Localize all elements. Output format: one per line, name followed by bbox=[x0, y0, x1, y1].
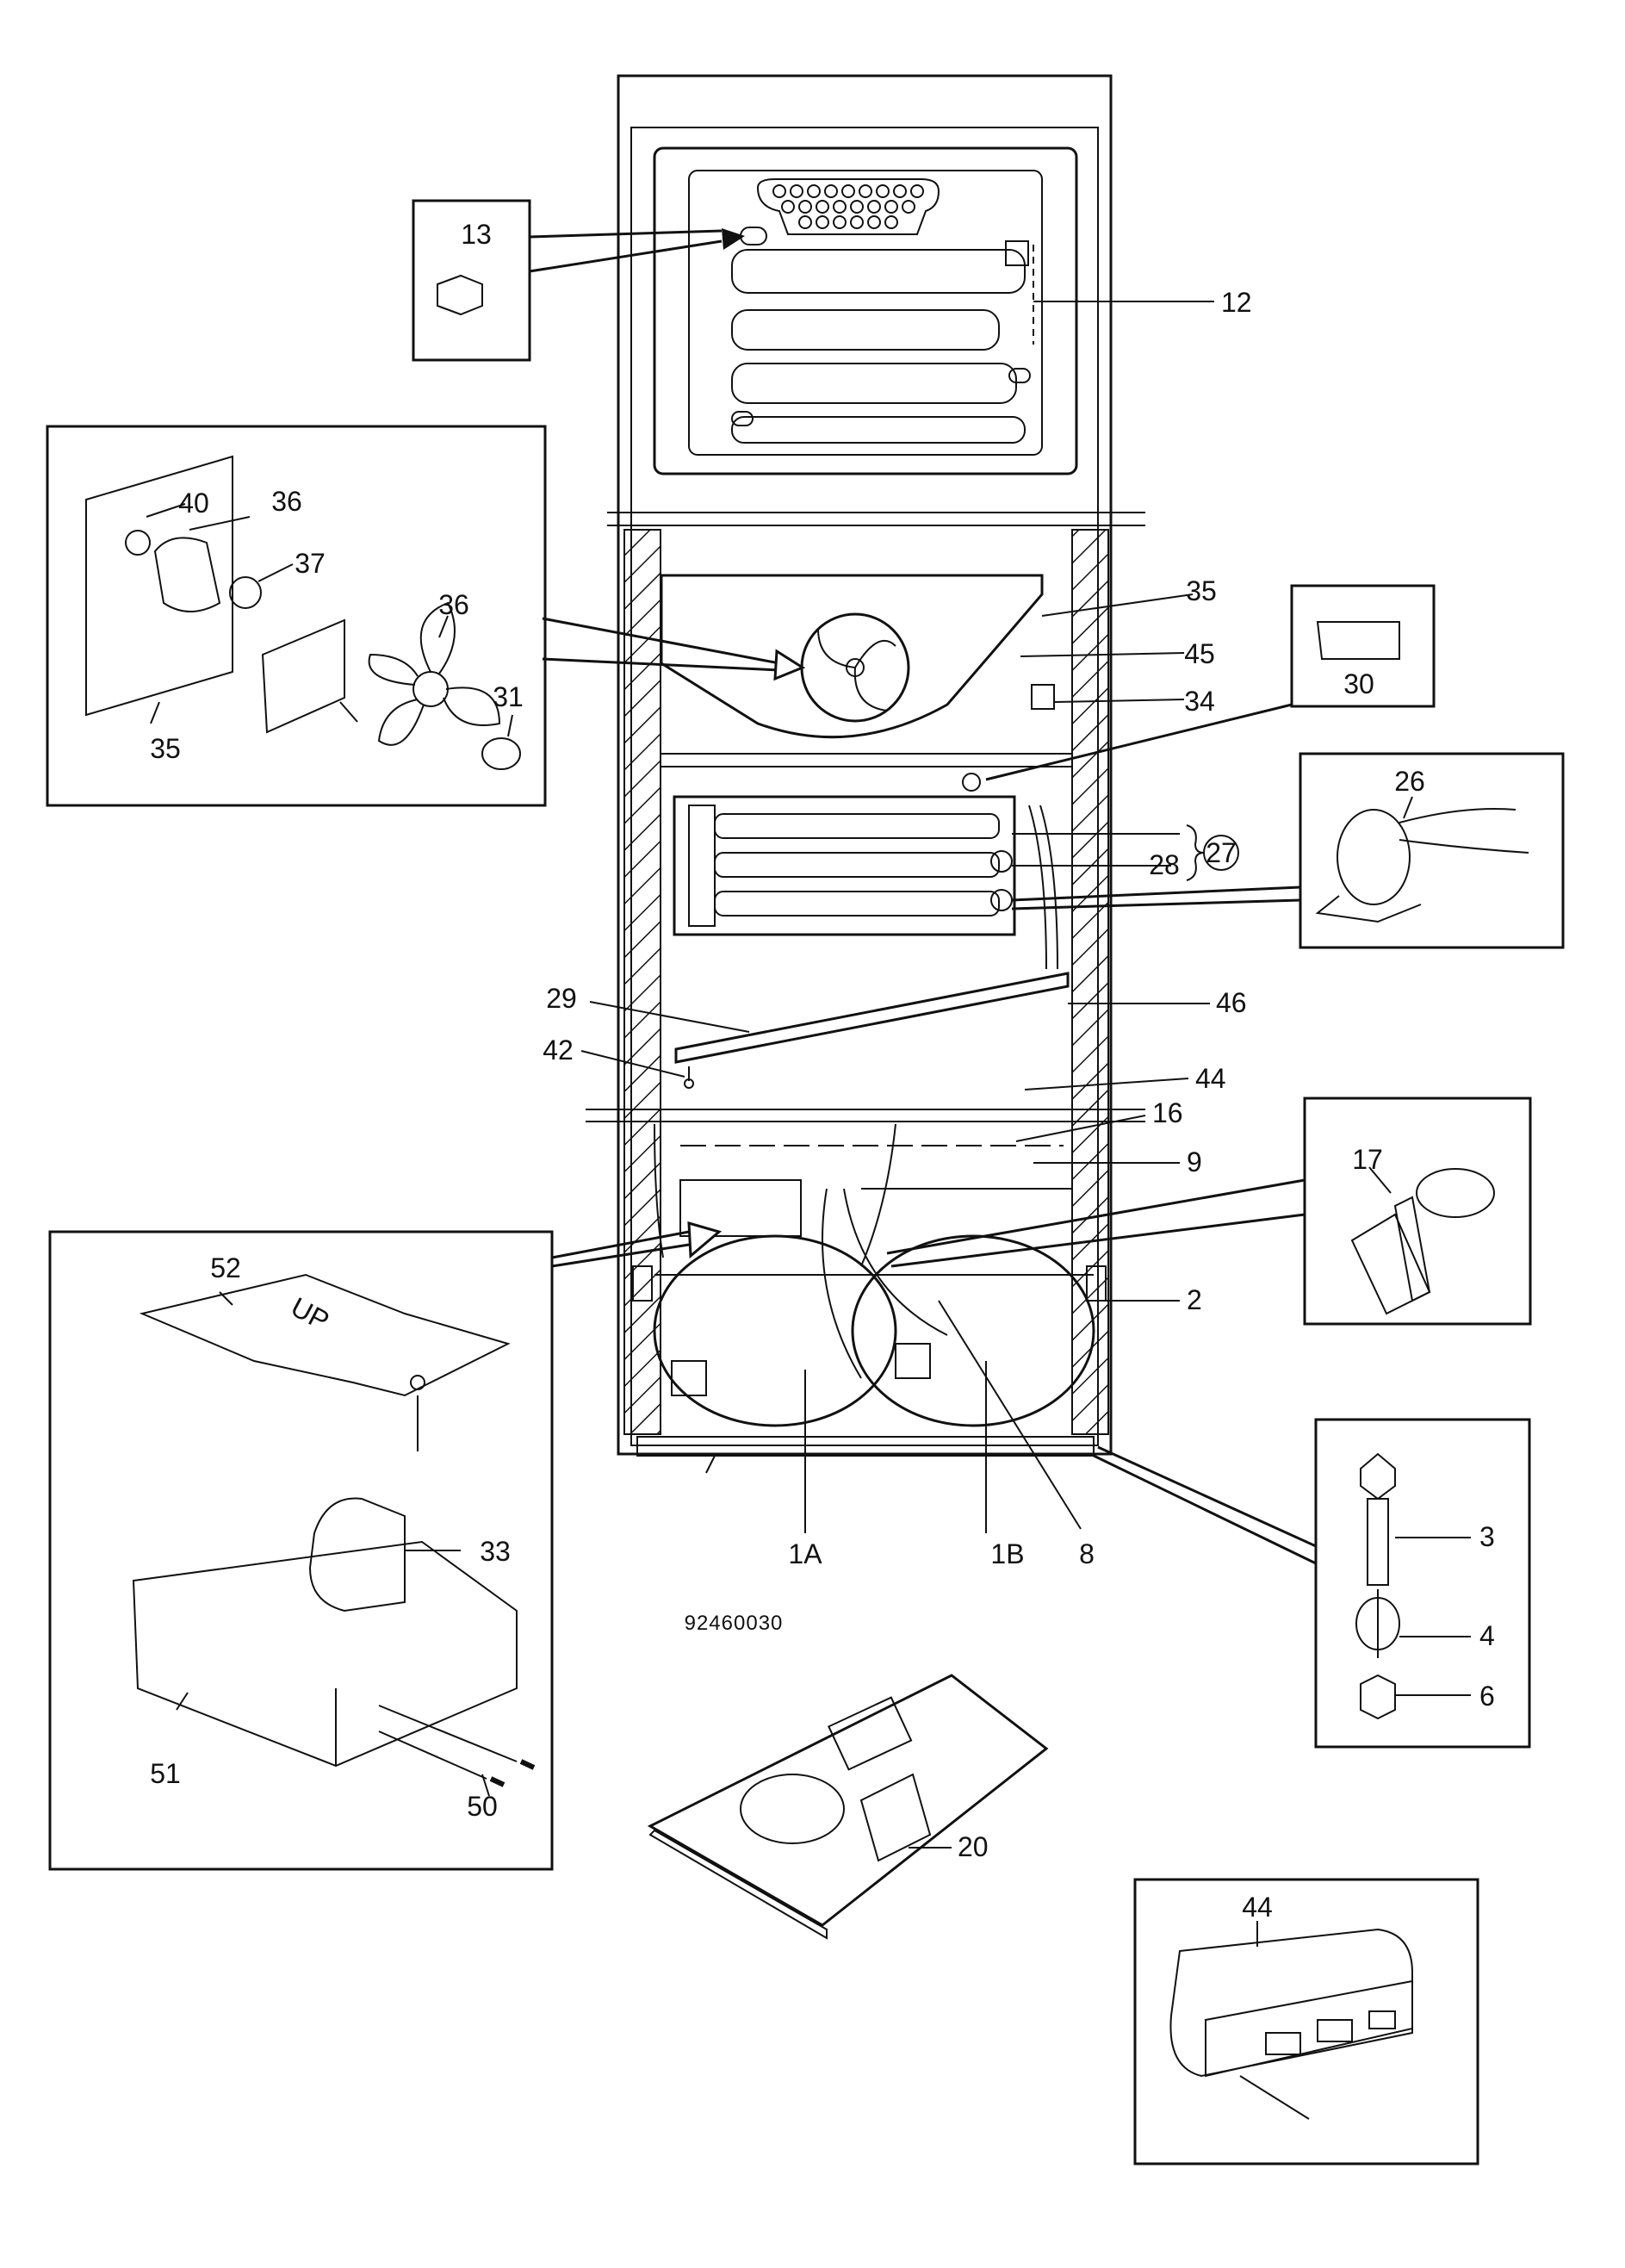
callout-51: 51 bbox=[150, 1758, 181, 1789]
fridge-evaporator bbox=[673, 795, 1016, 936]
relay-icon bbox=[308, 1497, 406, 1612]
callout-50: 50 bbox=[467, 1791, 498, 1822]
callout-4: 4 bbox=[1479, 1620, 1495, 1651]
inset-adjustable-foot bbox=[1093, 1418, 1531, 1749]
drain-nipple bbox=[684, 1078, 694, 1089]
callout-36-blade: 36 bbox=[438, 589, 469, 620]
cabinet-back-view bbox=[586, 74, 1145, 1474]
callout-6: 6 bbox=[1479, 1681, 1495, 1712]
callout-8: 8 bbox=[1079, 1538, 1095, 1569]
callout-20: 20 bbox=[958, 1831, 989, 1862]
arrow-fan bbox=[773, 649, 806, 681]
callout-45: 45 bbox=[1184, 638, 1215, 669]
booklet-icon bbox=[647, 1674, 1049, 1927]
callout-52: 52 bbox=[210, 1252, 241, 1283]
callout-13: 13 bbox=[461, 219, 492, 250]
fan-cap-icon bbox=[481, 737, 521, 770]
inset-relay-cover bbox=[48, 1221, 723, 1871]
callout-36-motor: 36 bbox=[271, 486, 302, 517]
left-insulation-wall bbox=[623, 529, 661, 1435]
callout-2: 2 bbox=[1187, 1284, 1202, 1315]
compressor-1b bbox=[851, 1234, 1095, 1427]
connector-block bbox=[1031, 684, 1055, 710]
callout-46: 46 bbox=[1216, 987, 1247, 1018]
callout-28: 28 bbox=[1149, 849, 1180, 880]
callout-1b: 1B bbox=[990, 1538, 1024, 1569]
callout-1a: 1A bbox=[788, 1538, 822, 1569]
grommet-icon bbox=[125, 530, 151, 556]
callout-44-inset: 44 bbox=[1242, 1892, 1273, 1923]
lamp-holder bbox=[962, 773, 981, 792]
leader-lines bbox=[580, 301, 1214, 1533]
defrost-heater-terminal bbox=[990, 889, 1013, 911]
callout-42: 42 bbox=[543, 1035, 574, 1066]
bolt-head-icon bbox=[1360, 1452, 1396, 1501]
defrost-thermostat bbox=[990, 850, 1013, 873]
perforated-grill bbox=[756, 178, 940, 235]
arrow-relay bbox=[687, 1221, 723, 1259]
right-insulation-wall bbox=[1071, 529, 1109, 1435]
lamp-cover-icon bbox=[1316, 621, 1400, 660]
callout-31: 31 bbox=[493, 681, 524, 712]
nut-icon bbox=[1360, 1674, 1396, 1720]
callout-33: 33 bbox=[480, 1536, 511, 1567]
mounting-plate bbox=[85, 455, 233, 717]
inset-lamp-socket bbox=[412, 199, 745, 362]
fan-guard-icon bbox=[800, 612, 910, 723]
freezer-liner bbox=[653, 146, 1078, 475]
thermostat-clip bbox=[1005, 240, 1029, 266]
pipe-clip-icon bbox=[1393, 1196, 1431, 1302]
foot-washer-icon bbox=[1355, 1597, 1400, 1650]
callout-17: 17 bbox=[1352, 1144, 1383, 1175]
callout-35-inset: 35 bbox=[150, 733, 181, 764]
callout-37: 37 bbox=[295, 548, 326, 579]
inset-pipe-clip bbox=[886, 1097, 1532, 1326]
callout-27-group: 27 bbox=[1186, 824, 1239, 881]
screw-icon bbox=[339, 701, 358, 723]
timer-motor-icon bbox=[1337, 809, 1411, 905]
callout-3: 3 bbox=[1479, 1521, 1495, 1552]
compressor-1a bbox=[653, 1234, 897, 1427]
instruction-booklet bbox=[647, 1674, 1049, 1940]
cabinet-outline bbox=[617, 74, 1113, 1456]
arrow-13 bbox=[722, 228, 745, 250]
relay-bracket-icon bbox=[132, 1540, 518, 1768]
callout-16: 16 bbox=[1152, 1097, 1183, 1128]
evaporator-coils bbox=[731, 227, 1031, 444]
callout-40: 40 bbox=[178, 488, 209, 519]
drawing-number: 92460030 bbox=[685, 1612, 784, 1635]
cover-plate-icon bbox=[139, 1273, 511, 1397]
handle-icon bbox=[1169, 1928, 1413, 2078]
callout-30: 30 bbox=[1343, 668, 1374, 699]
callout-35-main: 35 bbox=[1186, 575, 1217, 606]
inset-fan-motor bbox=[46, 425, 806, 807]
evaporator-plate bbox=[688, 170, 1043, 456]
bushing-icon bbox=[229, 576, 262, 609]
fan-motor-icon bbox=[153, 537, 221, 612]
lamp-socket-icon bbox=[437, 274, 483, 316]
callout-9: 9 bbox=[1187, 1146, 1202, 1177]
relay-box-position bbox=[679, 1179, 802, 1237]
fan-duct-cover bbox=[660, 574, 1044, 739]
callout-34: 34 bbox=[1184, 686, 1215, 717]
drain-channel bbox=[674, 972, 1070, 1064]
motor-bracket bbox=[261, 618, 345, 734]
callout-27: 27 bbox=[1206, 837, 1237, 868]
bolt-shank-icon bbox=[1367, 1498, 1389, 1586]
fan-blade-icon bbox=[368, 601, 501, 746]
callout-44-main: 44 bbox=[1195, 1063, 1226, 1094]
callout-26: 26 bbox=[1394, 766, 1425, 797]
screw-icon bbox=[1239, 2075, 1310, 2120]
inset-door-handle bbox=[1133, 1878, 1479, 2165]
callout-29: 29 bbox=[546, 983, 577, 1014]
callout-12: 12 bbox=[1221, 287, 1252, 318]
base-plate bbox=[636, 1436, 1095, 1457]
inset-lamp-cover bbox=[985, 584, 1436, 781]
cover-up-marking: UP bbox=[286, 1291, 334, 1337]
inset-timer-motor bbox=[1011, 752, 1565, 949]
